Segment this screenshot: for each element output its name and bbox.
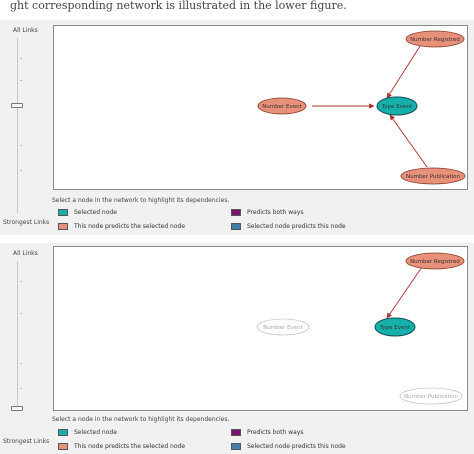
legend-predicts-selected: This node predicts the selected node	[58, 223, 185, 230]
legend-selected-predicts: Selected node predicts this node	[231, 443, 346, 450]
node-number-publication[interactable]: Number Publication	[399, 387, 463, 405]
svg-text:Type Event: Type Event	[379, 325, 411, 331]
all-links-label: All Links	[13, 250, 38, 257]
strength-slider-thumb[interactable]	[11, 406, 23, 411]
legend-both-ways: Predicts both ways	[231, 209, 304, 216]
svg-text:Number Publication: Number Publication	[406, 174, 461, 180]
slider-tick	[20, 388, 22, 389]
edge-registered-to-type	[386, 266, 423, 319]
network-panel-bottom: All Links Strongest Links Number Registr…	[0, 243, 474, 454]
legend-both-ways: Predicts both ways	[231, 429, 304, 436]
slider-tick	[20, 145, 22, 146]
instruction-text: Select a node in the network to highligh…	[52, 416, 230, 423]
strongest-links-label: Strongest Links	[3, 438, 50, 445]
node-number-event[interactable]: Number Event	[257, 97, 307, 115]
legend-swatch	[231, 223, 241, 230]
svg-text:Type Event: Type Event	[381, 104, 413, 110]
legend-selected-predicts: Selected node predicts this node	[231, 223, 346, 230]
legend-swatch	[58, 223, 68, 230]
network-graph[interactable]: Number Registred Number Event Type Event…	[54, 247, 469, 412]
strongest-links-label: Strongest Links	[3, 219, 50, 226]
node-type-event[interactable]: Type Event	[376, 96, 418, 116]
svg-text:Number Registred: Number Registred	[410, 37, 460, 43]
network-panel-top: All Links Strongest Links Number Registr…	[0, 20, 474, 235]
all-links-label: All Links	[13, 27, 38, 34]
legend-swatch	[58, 443, 68, 450]
slider-tick	[20, 170, 22, 171]
legend-selected: Selected node	[58, 429, 117, 436]
svg-text:Number Registred: Number Registred	[410, 259, 460, 265]
legend-swatch	[231, 429, 241, 436]
legend-swatch	[231, 443, 241, 450]
node-number-event[interactable]: Number Event	[256, 318, 310, 336]
network-canvas[interactable]: Number Registred Number Event Type Event…	[53, 246, 468, 411]
node-number-registred[interactable]: Number Registred	[405, 30, 465, 48]
svg-text:Number Event: Number Event	[263, 325, 303, 331]
legend-swatch	[231, 209, 241, 216]
node-number-publication[interactable]: Number Publication	[400, 167, 466, 185]
network-canvas[interactable]: Number Registred Number Event Type Event…	[53, 25, 468, 190]
strength-slider-track[interactable]	[17, 261, 18, 411]
strength-slider-thumb[interactable]	[11, 102, 23, 108]
svg-text:Number Event: Number Event	[262, 104, 302, 110]
node-type-event[interactable]: Type Event	[374, 317, 416, 337]
legend-swatch	[58, 429, 68, 436]
legend-swatch	[58, 209, 68, 216]
instruction-text: Select a node in the network to highligh…	[52, 197, 230, 204]
legend-predicts-selected: This node predicts the selected node	[58, 443, 185, 450]
slider-tick	[20, 313, 22, 314]
legend-selected: Selected node	[58, 209, 117, 216]
caption-fragment: ght corresponding network is illustrated…	[10, 0, 347, 12]
slider-tick	[20, 58, 22, 59]
slider-tick	[20, 80, 22, 81]
slider-tick	[20, 363, 22, 364]
network-graph[interactable]: Number Registred Number Event Type Event…	[54, 26, 469, 191]
slider-tick	[20, 281, 22, 282]
svg-text:Number Publication: Number Publication	[404, 394, 459, 400]
node-number-registred[interactable]: Number Registred	[405, 252, 465, 270]
strength-slider-track[interactable]	[17, 38, 18, 213]
edge-registered-to-type	[386, 42, 423, 99]
edge-publication-to-type	[389, 114, 428, 168]
